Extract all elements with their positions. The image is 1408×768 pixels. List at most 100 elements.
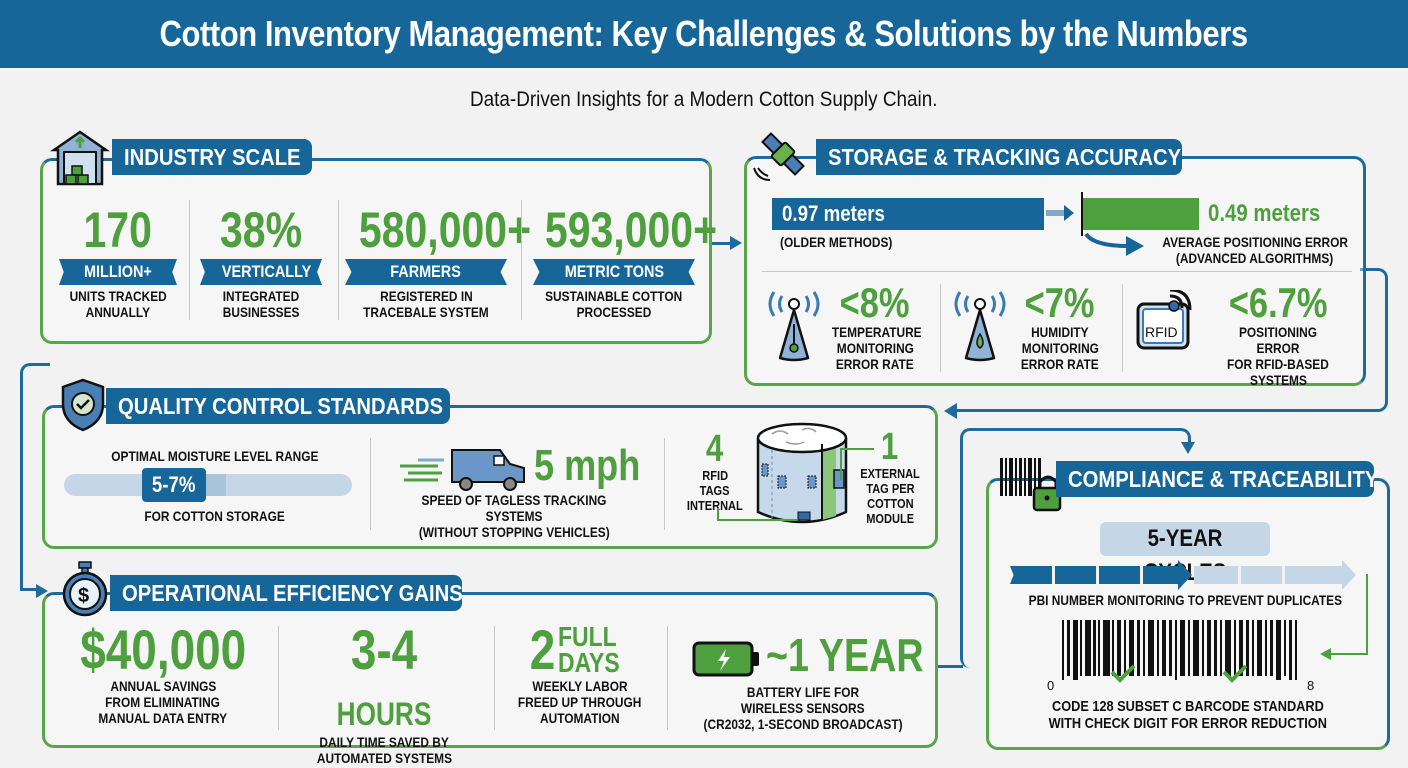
stat-label: BUSINESSES [222,304,300,320]
moisture-range-highlight [202,474,226,496]
divider [338,200,339,320]
arrow-icon [730,236,742,250]
moisture-label: FOR COTTON STORAGE [144,508,286,524]
stat-ribbon: METRIC TONS [533,259,695,285]
page-title: Cotton Inventory Management: Key Challen… [159,13,1249,54]
stat-ribbon: VERTICALLY [200,259,322,285]
quality-control-title: QUALITY CONTROL STANDARDS [106,388,450,424]
cycle-segment-remaining [1194,566,1344,584]
divider [664,438,665,530]
stat-label: UNITS TRACKED [69,288,167,304]
arrow-icon [1320,648,1331,660]
barcode-start-digit: 0 [1047,678,1055,693]
stat-label: SUSTAINABLE COTTON [545,288,683,304]
divider [370,438,371,530]
moisture-heading: OPTIMAL MOISTURE LEVEL RANGE [111,448,319,464]
connector-industry-to-storage [711,242,733,245]
warehouse-icon [49,128,111,186]
divider [521,200,522,320]
delivery-van-icon [400,449,525,491]
page-header: Cotton Inventory Management: Key Challen… [0,0,1408,68]
operational-efficiency-title: OPERATIONAL EFFICIENCY GAINS [110,575,463,611]
advanced-method-label: AVERAGE POSITIONING ERROR(ADVANCED ALGOR… [1162,234,1348,266]
metric-value: <6.7% [1228,279,1328,326]
moisture-value-badge: 5-7% [142,468,206,502]
older-method-bar: 0.97 meters [772,198,1044,230]
arrow-icon [1064,205,1074,221]
stat-value: 593,000+ [544,202,718,258]
stat-ribbon: MILLION+ [59,259,177,285]
arrow-icon [1178,560,1192,590]
stat-value: 580,000+ [358,202,532,258]
older-method-label: (OLDER METHODS) [780,234,893,250]
arrow-icon [1181,442,1195,454]
barcode-lock-icon [998,456,1062,514]
divider [762,271,1352,272]
connector-line [20,588,38,591]
speed-label: SPEED OF TAGLESS TRACKING SYSTEMS(WITHOU… [418,492,610,540]
stat-label: PROCESSED [576,304,652,320]
stat-ribbon: FARMERS [345,259,507,285]
connector-operational-to-compliance [938,428,963,668]
divider [278,626,279,730]
battery-life-value: ~1 YEAR [766,629,924,681]
storage-tracking-title: STORAGE & TRACKING ACCURACY [816,139,1182,175]
metric-value: <7% [1025,279,1095,326]
divider-tick [1081,192,1083,236]
advanced-method-value: 0.49 meters [1208,200,1321,227]
shield-check-icon [60,378,106,432]
cycles-badge: 5-YEAR CYCLES [1100,522,1270,586]
cycle-label: PBI NUMBER MONITORING TO PREVENT DUPLICA… [1028,592,1342,608]
divider [667,626,668,730]
rfid-callout-line [717,519,797,521]
satellite-icon [752,124,814,184]
stat-value: 170 [83,202,153,258]
stat-label: TRACEBALE SYSTEM [363,304,489,320]
stat-label: ANNUALLY [85,304,151,320]
cycle-segment-filled [1010,566,1190,584]
barcode-end-digit: 8 [1307,678,1315,693]
industry-scale-title: INDUSTRY SCALE [112,139,312,175]
divider [940,284,941,372]
metric-value: <8% [840,279,910,326]
rfid-callout-line [717,508,719,520]
operational-efficiency-panel [42,592,938,748]
svg-text:$: $ [78,585,89,607]
arrow-icon [944,403,957,419]
connector-line [955,409,1365,412]
speed-value: 5 mph [534,441,641,490]
stat-label: INTEGRATED [222,288,300,304]
barcode-icon [1062,620,1297,683]
humidity-sensor-icon [954,291,1006,362]
divider [189,200,190,320]
connector-line [960,428,1190,668]
rfid-callout-line [840,448,842,480]
connector-storage-to-quality [1360,268,1388,412]
divider [494,626,495,730]
svg-text:RFID: RFID [1145,324,1178,340]
divider [1122,284,1123,372]
stat-label: REGISTERED IN [379,288,473,304]
curved-arrow-icon [1084,232,1144,256]
connector-line [1177,428,1191,446]
compliance-title: COMPLIANCE & TRACEABILITY [1056,461,1378,497]
cycle-progress [1010,560,1360,590]
advanced-method-bar [1083,198,1199,230]
page-subtitle: Data-Driven Insights for a Modern Cotton… [470,88,938,111]
connector-left-loop [20,363,50,591]
battery-icon [692,641,759,677]
rfid-callout-line [840,448,874,450]
